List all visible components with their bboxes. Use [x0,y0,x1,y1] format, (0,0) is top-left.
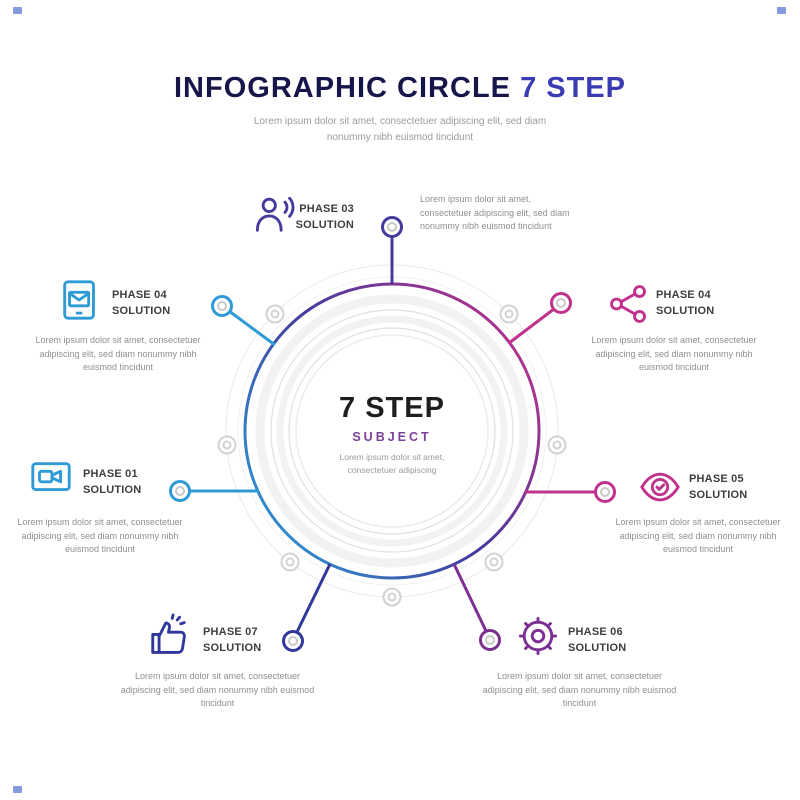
phase-01-body: Lorem ipsum dolor sit amet, consectetuer… [17,517,183,554]
phase-04-right-connector [508,307,555,345]
inner-ring [255,294,529,568]
page-subtitle: Lorem ipsum dolor sit amet, consectetuer… [253,116,547,143]
phase-05-body: Lorem ipsum dolor sit amet, consectetuer… [615,517,781,554]
center-circle [295,334,489,528]
ring-dot [382,587,402,607]
inner-ring [270,309,514,553]
ring-dot [217,435,237,455]
tablet-email-icon [58,277,104,323]
thumbs-up-icon [147,613,193,659]
inner-ring [276,315,508,547]
phase-03-body: Lorem ipsum dolor sit amet, consectetuer… [420,194,570,231]
title-accent: 7 STEP [520,72,626,104]
gray-ring-dots [217,304,567,607]
center-heading: 7 STEP [339,392,445,424]
watermark-mark [13,7,22,14]
gear-icon [515,613,561,659]
watermark-mark [13,786,22,793]
phase-04-right-body: Lorem ipsum dolor sit amet, consectetuer… [591,335,757,372]
ring-dot [499,304,519,324]
title-main: INFOGRAPHIC CIRCLE [174,72,511,104]
phase-01-node [169,480,191,502]
phase-05-node [594,481,616,503]
phase-04-right-node [550,292,572,314]
watermark-mark [777,7,786,14]
share-nodes-icon [606,281,652,327]
inner-ring [288,327,496,535]
eye-check-icon [637,465,683,511]
ring-dot [547,435,567,455]
speaking-person-icon [252,191,298,237]
center-body-text: Lorem ipsum dolor sit amet, consectetuer… [339,452,445,475]
phase-07-node [282,630,304,652]
phase-06-body: Lorem ipsum dolor sit amet, consectetuer… [482,671,677,708]
ring-dot [265,304,285,324]
phase-04-left-node [211,295,233,317]
ring-dot [280,552,300,572]
page-title: INFOGRAPHIC CIRCLE 7 STEP [0,72,800,105]
phase-04-left-body: Lorem ipsum dolor sit amet, consectetuer… [35,335,201,372]
center-subheading: SUBJECT [352,430,432,444]
phase-07-connector [295,563,332,633]
phase-07-body: Lorem ipsum dolor sit amet, consectetuer… [120,671,315,708]
phase-03-node [381,216,403,238]
phase-06-connector [452,563,488,632]
phase-04-left-connector [228,309,276,347]
center-text-block: 7 STEP SUBJECT Lorem ipsum dolor sit ame… [292,392,492,477]
video-monitor-icon [28,455,74,501]
phase-06-node [479,629,501,651]
ring-dot [484,552,504,572]
